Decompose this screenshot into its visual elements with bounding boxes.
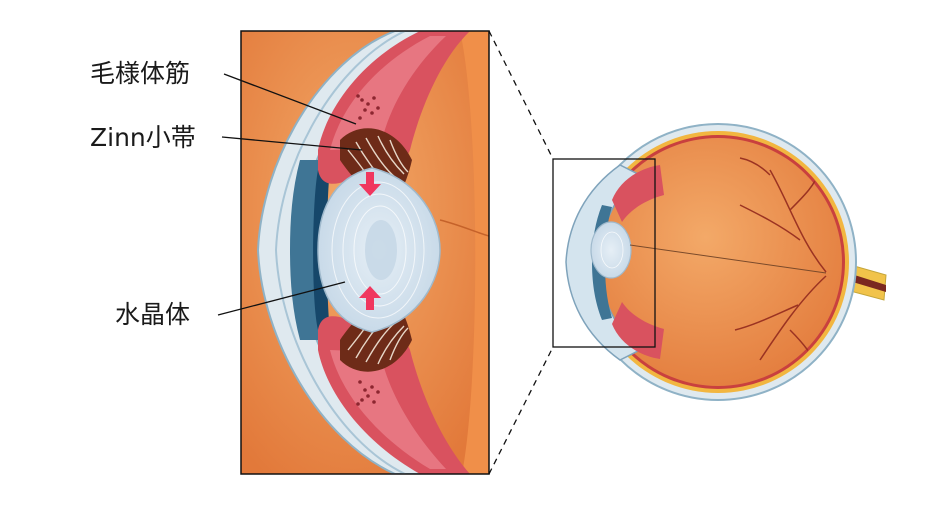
ciliary-highlight-lower: [330, 350, 446, 469]
zoom-content: [241, 31, 489, 474]
leader-ciliary-muscle: [223, 73, 357, 125]
vitreous-line: [439, 219, 489, 237]
arrow-down: [359, 172, 381, 196]
connector-top: [488, 30, 554, 160]
optical-axis: [629, 244, 827, 274]
label-ciliary-muscle: 毛様体筋: [90, 59, 190, 88]
eye-zoom-frame: [552, 158, 656, 348]
leader-lens: [217, 281, 346, 316]
eye-ciliary-upper: [612, 165, 664, 222]
lens: [317, 167, 441, 333]
eye-lens-ring: [600, 231, 624, 269]
accommodation-arrows: [359, 172, 381, 310]
zoom-connectors: [488, 30, 554, 475]
label-zinn-zonule: Zinn小帯: [90, 123, 196, 152]
eye-lens: [590, 221, 632, 279]
eye-vitreous: [594, 138, 842, 386]
ciliary-dots: [356, 94, 380, 406]
arrow-up: [359, 286, 381, 310]
aqueous-humor: [290, 160, 322, 340]
eye-ciliary-lower: [612, 302, 664, 359]
ciliary-highlight-upper: [330, 36, 446, 150]
zoom-panel: [240, 30, 490, 475]
cornea-inner-line: [274, 31, 406, 474]
full-eye: [552, 123, 887, 401]
zoom-frame: [240, 30, 490, 475]
vitreous-outer: [460, 31, 489, 474]
label-lens: 水晶体: [115, 300, 190, 329]
connector-bottom: [488, 346, 554, 475]
leader-zinn-zonule: [221, 136, 363, 151]
labels: 毛様体筋 Zinn小帯 水晶体: [90, 59, 363, 329]
